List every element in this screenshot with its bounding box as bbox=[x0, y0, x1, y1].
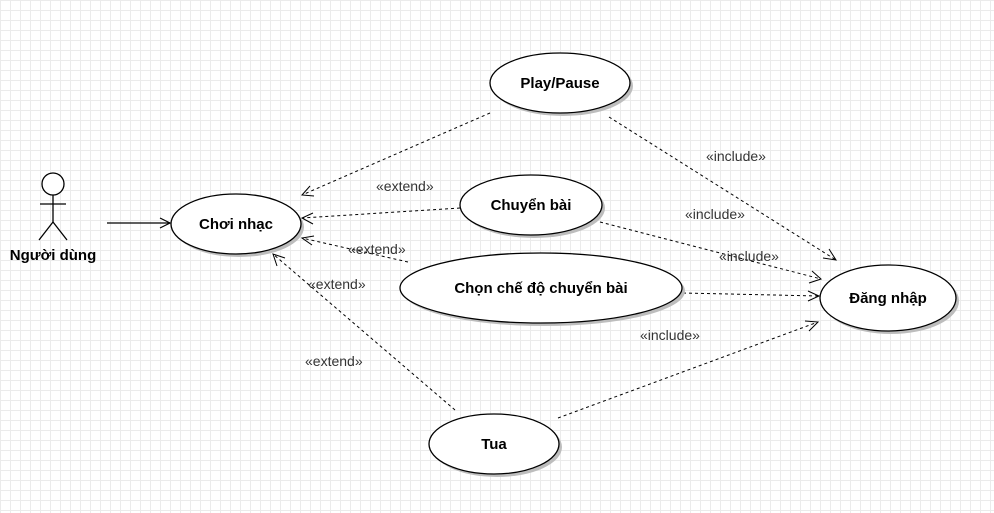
extend-label: «extend» bbox=[348, 241, 406, 257]
extend-label: «extend» bbox=[305, 353, 363, 369]
actor-nguoi-dung[interactable]: Người dùng bbox=[10, 172, 97, 264]
actor-head bbox=[41, 172, 65, 196]
usecase-ellipse bbox=[819, 264, 957, 332]
extend-line bbox=[301, 112, 491, 196]
extend-chuyen-bai: «extend» bbox=[300, 178, 461, 225]
include-line bbox=[557, 321, 819, 419]
actor-label: Người dùng bbox=[10, 247, 97, 264]
usecase-ellipse bbox=[459, 174, 603, 236]
include-play-pause: «include» bbox=[608, 116, 838, 261]
include-arrowhead bbox=[822, 248, 838, 261]
association-arrowhead bbox=[159, 217, 172, 229]
usecase-tua[interactable]: Tua bbox=[428, 413, 562, 477]
extend-arrowhead bbox=[300, 212, 314, 225]
extend-play-pause bbox=[300, 112, 491, 197]
include-arrowhead bbox=[808, 270, 822, 284]
usecase-label: Chọn chế độ chuyển bài bbox=[454, 280, 627, 297]
include-label: «include» bbox=[719, 248, 779, 264]
usecase-label: Tua bbox=[481, 436, 507, 453]
extend-line bbox=[301, 237, 409, 263]
usecase-ellipse bbox=[399, 252, 683, 324]
include-line bbox=[608, 116, 837, 261]
usecase-ellipse bbox=[428, 413, 560, 475]
usecase-label: Chơi nhạc bbox=[199, 216, 273, 233]
usecase-chon-che-do-chuyen-bai[interactable]: Chọn chế độ chuyển bài bbox=[399, 252, 685, 326]
include-label: «include» bbox=[640, 327, 700, 343]
include-chon-che-do bbox=[682, 290, 821, 302]
extend-label: «extend» bbox=[308, 276, 366, 292]
usecase-label: Play/Pause bbox=[520, 75, 599, 92]
actor-left-leg bbox=[38, 221, 54, 241]
extend-arrowhead bbox=[272, 253, 286, 267]
usecase-choi-nhac[interactable]: Chơi nhạc bbox=[170, 193, 304, 257]
extend-arrowhead bbox=[300, 185, 315, 197]
usecase-chuyen-bai[interactable]: Chuyển bài bbox=[459, 174, 605, 238]
include-label: «include» bbox=[685, 206, 745, 222]
actor-right-leg bbox=[52, 221, 68, 241]
include-label: «include» bbox=[706, 148, 766, 164]
extend-label: «extend» bbox=[376, 178, 434, 194]
extend-chon-che-do: «extend» bbox=[300, 235, 409, 263]
usecase-label: Đăng nhập bbox=[849, 290, 927, 307]
include-arrowhead bbox=[804, 320, 820, 332]
include-tua: «include» bbox=[557, 320, 820, 419]
extend-arrowhead bbox=[300, 235, 315, 246]
usecase-ellipse bbox=[170, 193, 302, 255]
include-line bbox=[682, 292, 820, 297]
extend-line bbox=[301, 207, 461, 219]
include-line bbox=[599, 221, 822, 280]
extend-tua: «extend» «extend» bbox=[272, 253, 456, 411]
usecase-dang-nhap[interactable]: Đăng nhập bbox=[819, 264, 959, 334]
usecase-ellipse bbox=[489, 52, 631, 114]
include-chuyen-bai: «include» «include» bbox=[599, 206, 822, 284]
association-actor-choi-nhac bbox=[107, 217, 172, 229]
include-arrowhead bbox=[807, 290, 821, 302]
extend-line bbox=[272, 253, 456, 411]
usecase-play-pause[interactable]: Play/Pause bbox=[489, 52, 633, 116]
usecase-label: Chuyển bài bbox=[491, 197, 572, 214]
